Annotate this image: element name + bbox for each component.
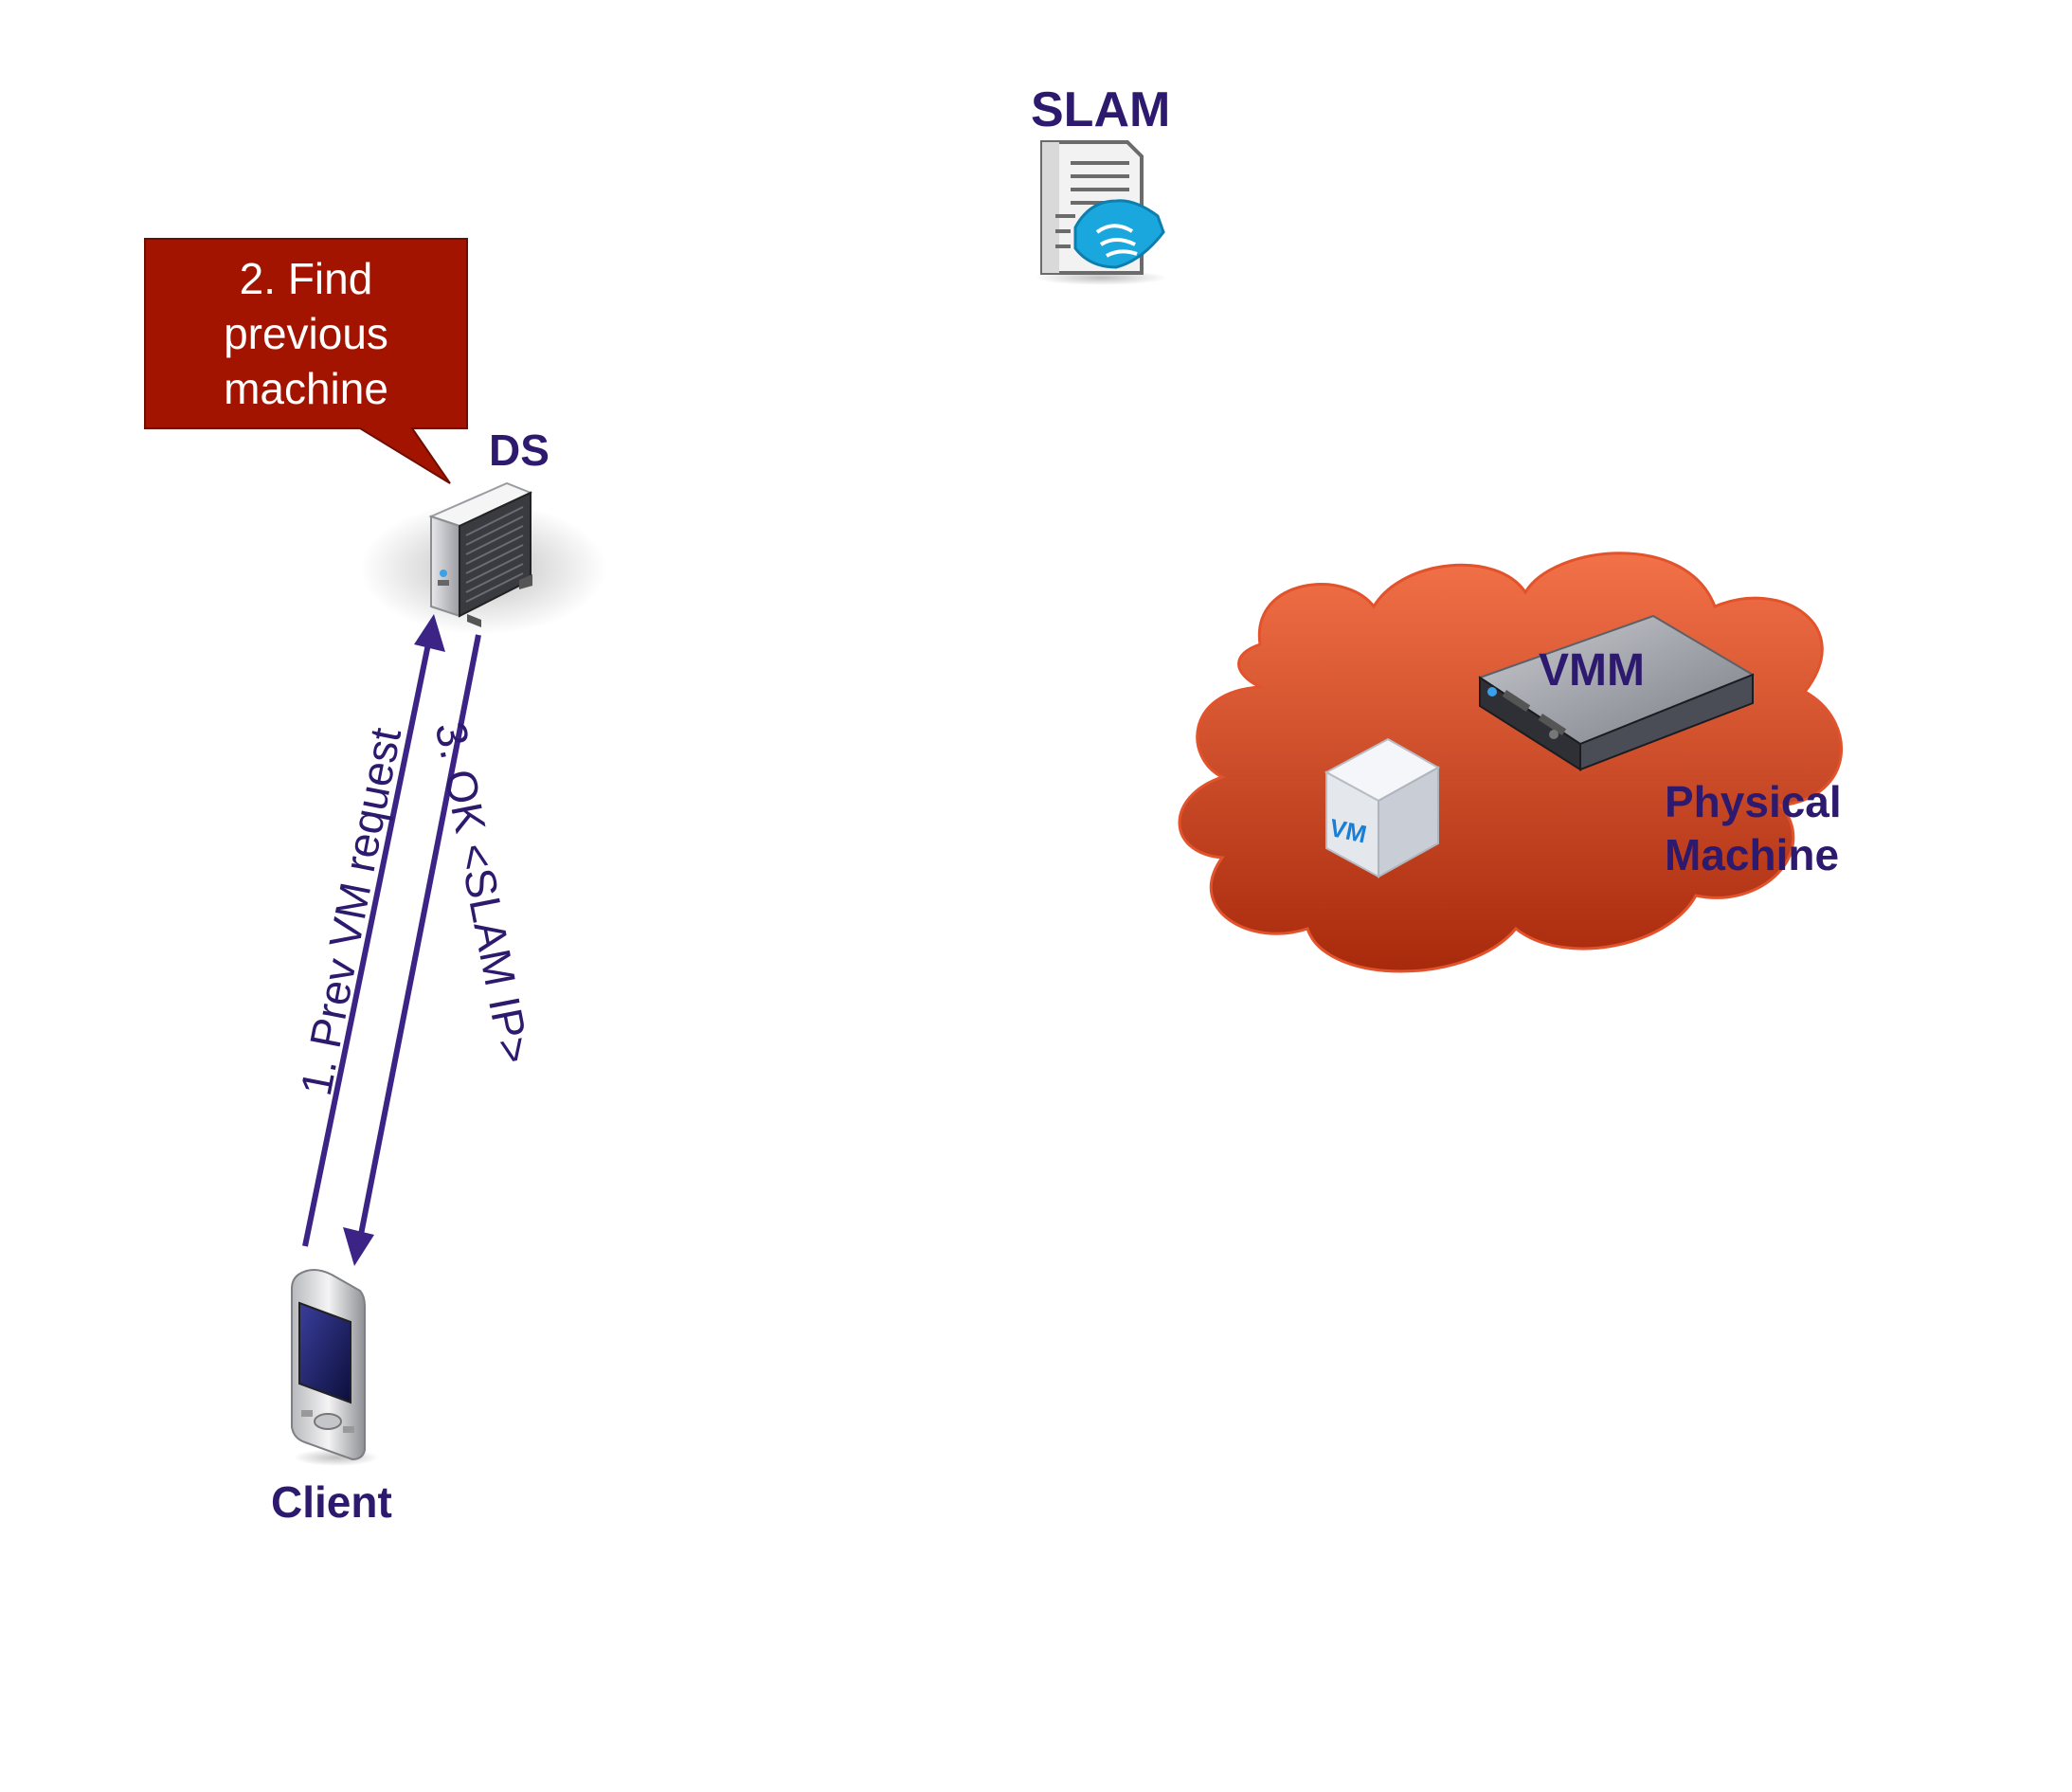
- physical-machine-label: Physical Machine: [1665, 777, 1842, 879]
- mobile-phone-icon: [291, 1269, 379, 1466]
- ds-label: DS: [489, 425, 550, 475]
- cloud-icon: [1178, 552, 1844, 973]
- callout-box: [144, 238, 468, 484]
- slam-label: SLAM: [1031, 82, 1171, 137]
- callout-text: 2. Find previous machine: [145, 239, 467, 428]
- vmm-label: VMM: [1539, 645, 1645, 696]
- document-handshake-icon: [1035, 140, 1167, 285]
- rack-server-icon: [1477, 614, 1756, 771]
- cube-icon: [1324, 737, 1441, 878]
- callout-text-content: 2. Find previous machine: [224, 254, 388, 413]
- arrow-ds-to-client: [343, 634, 481, 1266]
- arrow-client-to-ds: [302, 614, 445, 1247]
- client-label: Client: [271, 1477, 392, 1527]
- tower-server-icon: [360, 481, 606, 635]
